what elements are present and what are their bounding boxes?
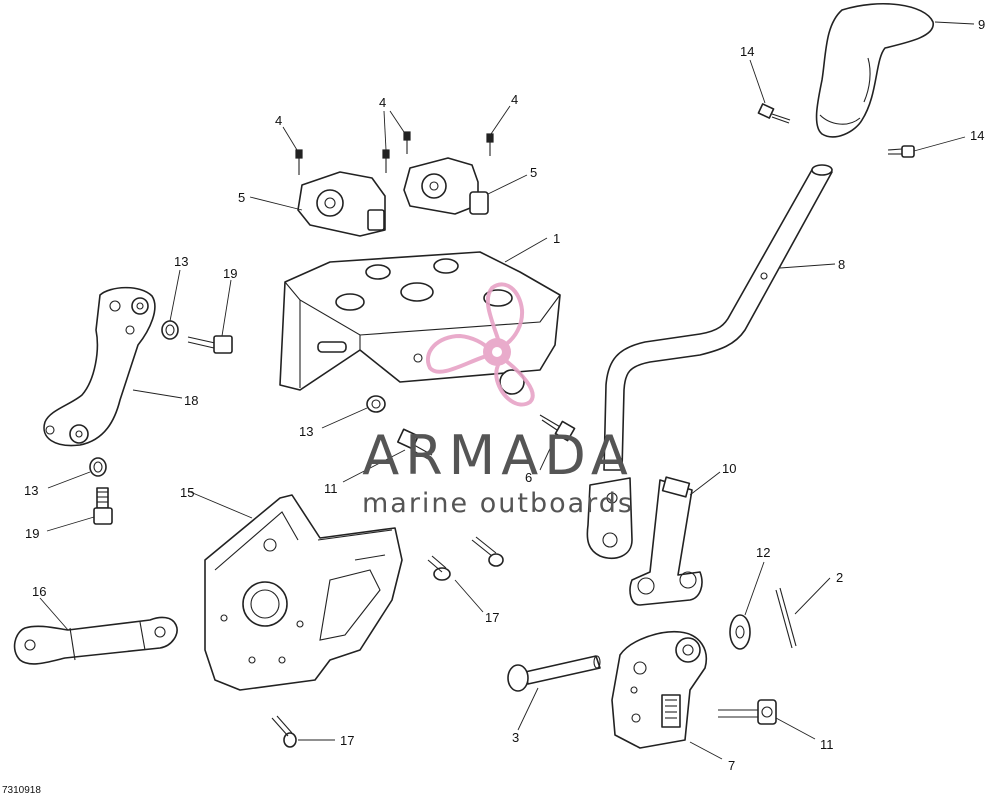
part-2-pin	[775, 587, 797, 649]
callout-14a: 14	[740, 44, 754, 59]
part-8-shift-lever	[603, 164, 833, 471]
part-16-arm	[13, 616, 178, 665]
callout-6: 6	[525, 470, 532, 485]
part-4-screw-c	[403, 131, 411, 154]
part-14-screw-right	[887, 145, 915, 158]
part-4-screw-d	[486, 133, 494, 156]
part-12-washer	[729, 614, 751, 650]
part-17-screw-c	[271, 715, 297, 748]
callout-13b: 13	[299, 424, 313, 439]
callout-5a: 5	[238, 190, 245, 205]
callout-17b: 17	[340, 733, 354, 748]
callout-13a: 13	[174, 254, 188, 269]
part-3-clevis-pin	[507, 655, 601, 692]
callout-10: 10	[722, 461, 736, 476]
part-19-bolt-upper	[187, 335, 233, 354]
part-11-bolt-right	[718, 699, 777, 725]
part-13-washer-a	[161, 320, 179, 340]
callout-4a: 4	[275, 113, 282, 128]
callout-4b: 4	[379, 95, 386, 110]
part-11-bolt-center	[396, 428, 433, 461]
drawing-number: 7310918	[2, 785, 41, 796]
callout-9: 9	[978, 17, 985, 32]
part-19-bolt-lower	[93, 487, 113, 525]
callout-5b: 5	[530, 165, 537, 180]
part-17-screw-a	[427, 555, 451, 581]
callout-8: 8	[838, 257, 845, 272]
callout-3: 3	[512, 730, 519, 745]
callout-14b: 14	[970, 128, 984, 143]
callout-labels: 1 2 3 4 4 4 5 5 6 7 8 9 10 11 11 12 13 1…	[24, 17, 985, 773]
part-4-screw-a	[295, 149, 303, 175]
callout-19b: 19	[25, 526, 39, 541]
leader-lines	[39, 21, 975, 760]
part-7-bracket	[611, 630, 707, 749]
part-9-shift-knob	[815, 2, 934, 138]
callout-7: 7	[728, 758, 735, 773]
part-6-bolt	[539, 414, 576, 442]
callout-17a: 17	[485, 610, 499, 625]
callout-16: 16	[32, 584, 46, 599]
part-13-washer-b	[366, 395, 386, 413]
watermark-tagline: marine outboards	[362, 488, 634, 519]
part-14-screw-upper	[757, 103, 791, 124]
part-5-pivot-block-right	[403, 157, 489, 215]
part-13-washer-c	[89, 457, 107, 477]
callout-13c: 13	[24, 483, 38, 498]
callout-4c: 4	[511, 92, 518, 107]
part-15-cover-plate	[204, 494, 403, 691]
callout-11b: 11	[820, 737, 834, 752]
callout-11a: 11	[324, 481, 338, 496]
callout-12: 12	[756, 545, 770, 560]
part-17-screw-b	[471, 536, 504, 567]
part-18-plate	[43, 286, 156, 447]
armada-logo-icon	[426, 282, 535, 407]
callout-19a: 19	[223, 266, 237, 281]
callout-18: 18	[184, 393, 198, 408]
part-5-pivot-block-left	[297, 171, 386, 237]
callout-1: 1	[553, 231, 560, 246]
watermark-brand: ARMADA	[362, 424, 634, 487]
callout-15: 15	[180, 485, 194, 500]
part-10-link-arm	[629, 476, 703, 606]
part-8-lever-bracket	[586, 477, 633, 560]
part-4-screw-b	[382, 149, 390, 173]
callout-2: 2	[836, 570, 843, 585]
